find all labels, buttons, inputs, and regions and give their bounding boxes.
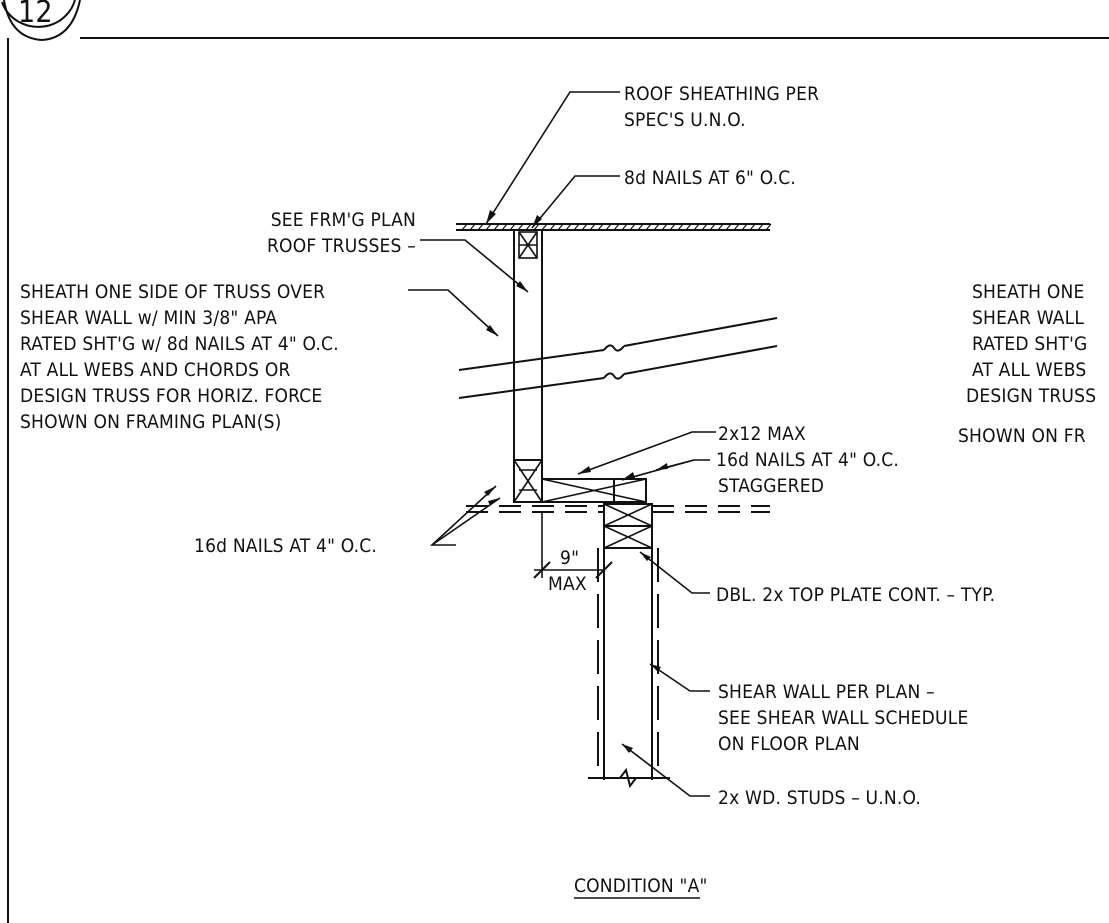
sheathing-hatch-mark [645, 223, 652, 231]
sheathing-hatch-mark [693, 223, 700, 231]
sheath-note-left-1: SHEATH ONE SIDE OF TRUSS OVER [20, 281, 325, 303]
sheathing-hatch-mark [621, 223, 628, 231]
sheathing-hatch-mark [589, 223, 596, 231]
sheath-note-right-1: SHEATH ONE [972, 281, 1084, 303]
nails-16d-staggered-1: 16d NAILS AT 4" O.C. [716, 449, 899, 471]
sheathing-hatch-mark [709, 223, 716, 231]
roof-sheathing [456, 223, 772, 231]
sheathing-hatch-mark [581, 223, 588, 231]
shear-wall-label-1: SHEAR WALL PER PLAN – [718, 681, 935, 703]
sheathing-hatch-mark [637, 223, 644, 231]
shear-wall-label-2: SEE SHEAR WALL SCHEDULE [718, 707, 968, 729]
sheathing-hatch-mark [525, 223, 532, 231]
condition-title-text: CONDITION "A" [574, 875, 708, 897]
sheathing-hatch-mark [501, 223, 508, 231]
truss-chord [458, 317, 778, 399]
ceiling-line [466, 505, 770, 513]
leaders [408, 91, 716, 797]
roof-sheathing-label-1: ROOF SHEATHING PER [624, 83, 819, 105]
sheath-note-right-5: DESIGN TRUSS [966, 385, 1096, 407]
sheathing-hatch-mark [557, 223, 564, 231]
detail-number: 12 [18, 0, 53, 30]
sheathing-hatch-mark [549, 223, 556, 231]
sheathing-hatch-mark [597, 223, 604, 231]
dimension-9in: 9" MAX [533, 512, 613, 595]
sheathing-hatch-mark [669, 223, 676, 231]
sheath-note-left-2: SHEAR WALL w/ MIN 3/8" APA [20, 307, 277, 329]
double-top-plate [603, 503, 653, 549]
sheathing-hatch-mark [733, 223, 740, 231]
dim-max: MAX [548, 573, 587, 595]
sheathing-hatch-mark [565, 223, 572, 231]
sheathing-hatch-mark [749, 223, 756, 231]
sheath-note-right-6: SHOWN ON FR [958, 425, 1086, 447]
sheathing-hatch-mark [541, 223, 548, 231]
sheathing-hatch-mark [741, 223, 748, 231]
sheath-note-right-3: RATED SHT'G [972, 333, 1087, 355]
sheathing-hatch-mark [485, 223, 492, 231]
sheath-note-left-5: DESIGN TRUSS FOR HORIZ. FORCE [20, 385, 322, 407]
roof-sheathing-label-2: SPEC'S U.N.O. [624, 109, 746, 131]
studs-label: 2x WD. STUDS – U.N.O. [718, 787, 921, 809]
sheathing-hatch-mark [757, 223, 764, 231]
sheathing-hatch-mark [509, 223, 516, 231]
sheathing-hatch-mark [653, 223, 660, 231]
sheath-note-left-3: RATED SHT'G w/ 8d NAILS AT 4" O.C. [20, 333, 339, 355]
sheathing-hatch-mark [725, 223, 732, 231]
roof-trusses-label-1: SEE FRM'G PLAN [271, 209, 416, 231]
detail-bubble: 12 [1, 0, 81, 42]
sheathing-hatch-mark [573, 223, 580, 231]
nails-16d-staggered-2: STAGGERED [718, 475, 824, 497]
sheathing-hatch-mark [517, 223, 524, 231]
sheathing-hatch-mark [477, 223, 484, 231]
sheathing-hatch-mark [493, 223, 500, 231]
shear-wall-label-3: ON FLOOR PLAN [718, 733, 860, 755]
sheathing-hatch-mark [533, 223, 540, 231]
sheath-note-left-4: AT ALL WEBS AND CHORDS OR [20, 359, 291, 381]
dim-value: 9" [560, 547, 579, 569]
nails-16d-label: 16d NAILS AT 4" O.C. [194, 535, 377, 557]
sheathing-hatch-mark [469, 223, 476, 231]
sheathing-hatch-mark [765, 223, 772, 231]
roof-trusses-label-2: ROOF TRUSSES – [267, 235, 416, 257]
sheath-note-left-6: SHOWN ON FRAMING PLAN(S) [20, 411, 282, 433]
nails-8d-label: 8d NAILS AT 6" O.C. [624, 167, 796, 189]
sheathing-hatch-mark [461, 223, 468, 231]
shear-wall [588, 548, 670, 789]
sheathing-hatch-mark [605, 223, 612, 231]
sheathing-hatch-mark [661, 223, 668, 231]
sheathing-hatch-mark [717, 223, 724, 231]
condition-title: CONDITION "A" [574, 875, 708, 899]
heel-blocking [513, 459, 647, 503]
sheathing-hatch-mark [677, 223, 684, 231]
sheathing-hatch-mark [685, 223, 692, 231]
sheath-note-right-2: SHEAR WALL [972, 307, 1084, 329]
truss-web [513, 230, 543, 500]
sheathing-hatch-mark [629, 223, 636, 231]
blocking-label: 2x12 MAX [718, 423, 806, 445]
sheath-note-right-4: AT ALL WEBS [972, 359, 1086, 381]
sheathing-hatch-mark [701, 223, 708, 231]
top-plate-label: DBL. 2x TOP PLATE CONT. – TYP. [716, 584, 995, 606]
sheathing-hatch-mark [613, 223, 620, 231]
